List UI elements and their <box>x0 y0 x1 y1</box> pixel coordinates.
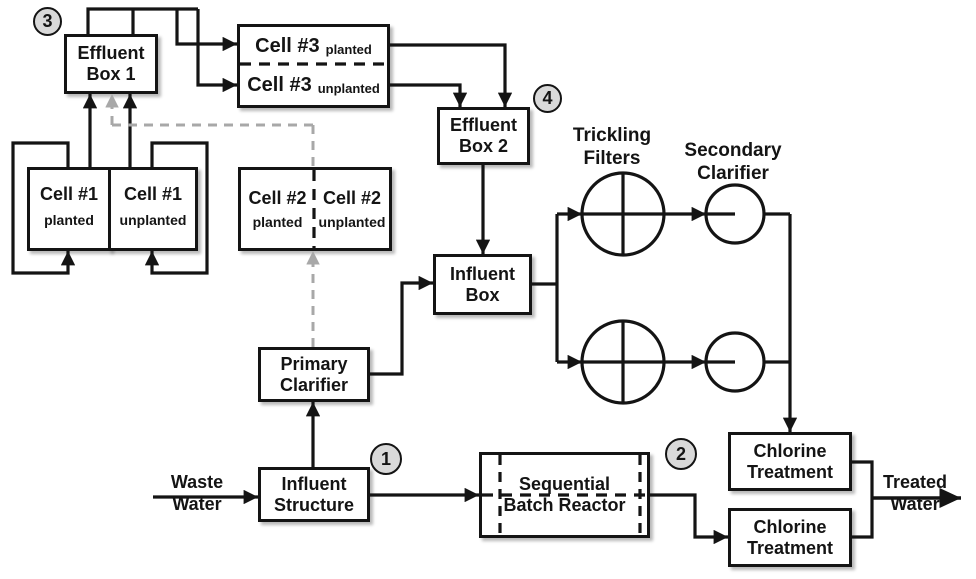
sampling-point-2-number: 2 <box>675 443 686 464</box>
treated-water-label: Treated Water <box>868 471 962 515</box>
chlorine-bottom-label-line1: Chlorine <box>753 516 827 537</box>
waste-water-line1: Waste <box>170 472 224 492</box>
sbr-to-chlorine-bottom <box>650 493 728 545</box>
cell-1-planted-box: Cell #1 planted <box>27 167 111 251</box>
effluent-box-1-label-line1: Effluent <box>77 43 145 63</box>
sequential-batch-reactor-box: Sequential Batch Reactor <box>479 452 650 538</box>
primary-clarifier-box: Primary Clarifier <box>258 347 370 402</box>
influent-structure-label-line2: Structure <box>273 494 354 515</box>
effluent-box-2-label-line2: Box 2 <box>458 136 509 156</box>
secondary-clarifier-line2: Clarifier <box>697 163 769 184</box>
cell-2-planted-compartment: Cell #2 planted <box>241 170 314 248</box>
influent-box-label-line2: Box <box>465 284 500 305</box>
effluent-box-2: Effluent Box 2 <box>437 107 530 165</box>
effluent-box-1: Effluent Box 1 <box>64 34 158 94</box>
treated-water-line2: Water <box>890 494 940 514</box>
line-to-cell3-unplanted <box>196 9 237 93</box>
secondary-clarifier-label: Secondary Clarifier <box>660 139 806 185</box>
cell3-planted-to-effluent-box2 <box>390 43 513 107</box>
treated-water-line1: Treated <box>882 472 948 492</box>
trickling-filter-top-symbol <box>580 171 666 257</box>
trickling-filters-line1: Trickling <box>572 125 652 146</box>
secondary-clarifier-line1: Secondary <box>684 140 782 161</box>
chlorine-top-label-line2: Treatment <box>746 461 834 482</box>
trickling-filters-label: Trickling Filters <box>550 124 674 170</box>
sampling-point-2-badge: 2 <box>665 438 697 470</box>
cell-3-planted-variant: planted <box>325 41 372 57</box>
cell-3-unplanted-name: Cell #3 <box>247 74 312 96</box>
effluent-box-2-label-line1: Effluent <box>450 115 517 135</box>
cell-1-planted-variant: planted <box>44 212 94 228</box>
cell-2-planted-name: Cell #2 <box>248 188 307 208</box>
cell-1-unplanted-name: Cell #1 <box>123 184 183 204</box>
chlorine-bottom-label-line2: Treatment <box>746 537 834 558</box>
cell-2-unplanted-variant: unplanted <box>318 214 386 230</box>
cell-1-unplanted-variant: unplanted <box>119 212 187 228</box>
waste-water-line2: Water <box>172 494 222 514</box>
sampling-point-3-number: 3 <box>42 11 53 31</box>
trickling-filters-line2: Filters <box>583 148 641 169</box>
influent-structure-label-line1: Influent <box>281 473 347 494</box>
waste-water-label: Waste Water <box>150 471 244 515</box>
influent-structure-box: Influent Structure <box>258 467 370 522</box>
secondary-clarifier-top-symbol <box>704 183 766 245</box>
sbr-label-line2: Batch Reactor <box>503 495 626 515</box>
cell-3-planted-compartment: Cell #3 planted <box>240 27 387 66</box>
cell-3-box: Cell #3 planted Cell #3 unplanted <box>237 24 390 108</box>
cell3-unplanted-to-effluent-box2 <box>390 83 468 107</box>
effluent-box-1-label-line2: Box 1 <box>86 64 136 84</box>
sampling-point-1-number: 1 <box>380 448 391 469</box>
influent-box-label-line1: Influent <box>450 263 515 284</box>
cell-3-unplanted-variant: unplanted <box>317 80 380 96</box>
cell-3-planted-name: Cell #3 <box>255 35 320 57</box>
cell-1-unplanted-box: Cell #1 unplanted <box>108 167 198 251</box>
process-symbols <box>580 171 766 405</box>
cell-1-planted-name: Cell #1 <box>39 184 99 204</box>
cell-2-box: Cell #2 planted Cell #2 unplanted <box>238 167 392 251</box>
primary-clarifier-label-line2: Clarifier <box>279 374 349 395</box>
chlorine-treatment-top-box: Chlorine Treatment <box>728 432 852 491</box>
sampling-point-4-badge: 4 <box>533 84 562 113</box>
cell-3-unplanted-compartment: Cell #3 unplanted <box>240 66 387 105</box>
trickling-filter-bottom-symbol <box>580 319 666 405</box>
cell-2-unplanted-name: Cell #2 <box>322 188 382 208</box>
primary-clarifier-label-line1: Primary <box>280 353 348 374</box>
chlorine-treatment-bottom-box: Chlorine Treatment <box>728 508 852 567</box>
influent-box: Influent Box <box>433 254 532 315</box>
primary-clarifier-to-influent-box <box>370 275 433 376</box>
sampling-point-3-badge: 3 <box>33 7 62 36</box>
chlorine-top-label-line1: Chlorine <box>753 440 827 461</box>
sbr-label-line1: Sequential <box>518 474 611 494</box>
secondary-clarifier-bottom-symbol <box>704 331 766 393</box>
cell-2-unplanted-compartment: Cell #2 unplanted <box>315 170 389 248</box>
effluent-box1-top-stub-a <box>86 7 198 36</box>
sampling-point-1-badge: 1 <box>370 443 402 475</box>
cell-2-planted-variant: planted <box>252 214 303 230</box>
sampling-point-4-number: 4 <box>542 88 553 108</box>
line-to-cell3-planted <box>175 9 237 52</box>
